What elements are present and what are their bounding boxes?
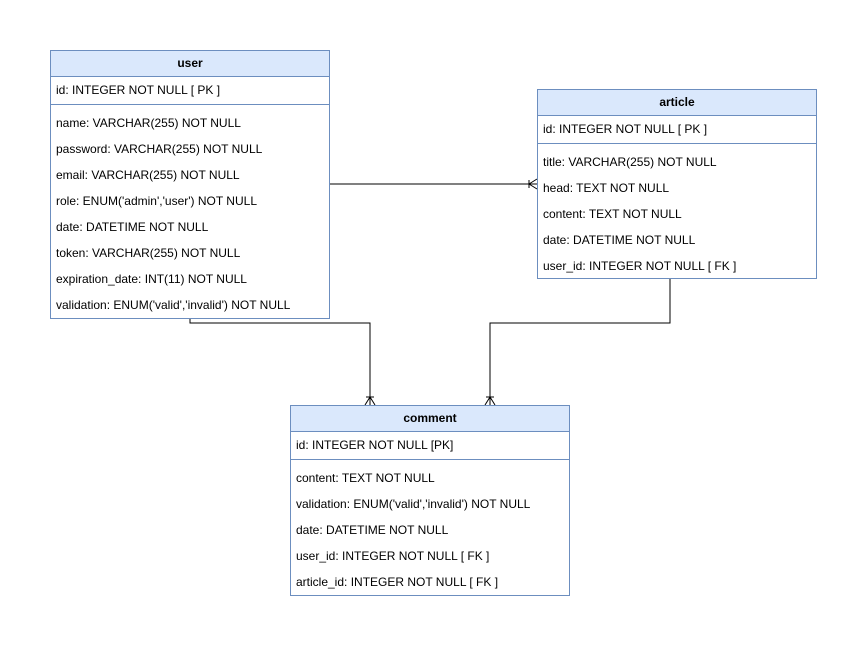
crow-foot-many-icon [528, 178, 538, 190]
attribute-list: name: VARCHAR(255) NOT NULL password: VA… [51, 105, 329, 318]
attribute-role: role: ENUM('admin','user') NOT NULL [56, 194, 257, 208]
attribute-list: title: VARCHAR(255) NOT NULL head: TEXT … [538, 144, 816, 279]
attribute-list: content: TEXT NOT NULL validation: ENUM(… [291, 460, 569, 595]
attribute-article-id: article_id: INTEGER NOT NULL [ FK ] [296, 575, 499, 589]
attribute-expiration-date: expiration_date: INT(11) NOT NULL [56, 272, 247, 286]
attribute-date: date: DATETIME NOT NULL [543, 233, 696, 247]
entity-article[interactable]: article id: INTEGER NOT NULL [ PK ] titl… [537, 89, 817, 279]
attribute-validation: validation: ENUM('valid','invalid') NOT … [296, 497, 531, 511]
connector-user-comment-line [189, 319, 371, 405]
attribute-content: content: TEXT NOT NULL [543, 207, 682, 221]
attribute-date: date: DATETIME NOT NULL [296, 523, 449, 537]
entity-user[interactable]: user id: INTEGER NOT NULL [ PK ] name: V… [50, 50, 330, 319]
attribute-date: date: DATETIME NOT NULL [56, 220, 209, 234]
attribute-token: token: VARCHAR(255) NOT NULL [56, 246, 241, 260]
relationship-article-comment [484, 279, 671, 406]
relationship-user-article [330, 178, 538, 190]
entity-title: comment [291, 406, 569, 432]
primary-key-field: id: INTEGER NOT NULL [PK] [291, 432, 569, 460]
attribute-password: password: VARCHAR(255) NOT NULL [56, 142, 263, 156]
crow-foot-one-or-many-icon [484, 396, 496, 406]
entity-title: article [538, 90, 816, 116]
attribute-user-id: user_id: INTEGER NOT NULL [ FK ] [543, 259, 737, 273]
relationship-user-comment [189, 319, 376, 406]
attribute-content: content: TEXT NOT NULL [296, 471, 435, 485]
primary-key-field: id: INTEGER NOT NULL [ PK ] [538, 116, 816, 144]
primary-key-field: id: INTEGER NOT NULL [ PK ] [51, 77, 329, 105]
attribute-validation: validation: ENUM('valid','invalid') NOT … [56, 298, 291, 312]
connector-article-comment-line [489, 279, 671, 405]
attribute-email: email: VARCHAR(255) NOT NULL [56, 168, 240, 182]
attribute-user-id: user_id: INTEGER NOT NULL [ FK ] [296, 549, 490, 563]
crow-foot-one-or-many-icon [364, 396, 376, 406]
attribute-head: head: TEXT NOT NULL [543, 181, 670, 195]
attribute-name: name: VARCHAR(255) NOT NULL [56, 116, 241, 130]
entity-title: user [51, 51, 329, 77]
entity-comment[interactable]: comment id: INTEGER NOT NULL [PK] conten… [290, 405, 570, 596]
attribute-title: title: VARCHAR(255) NOT NULL [543, 155, 717, 169]
